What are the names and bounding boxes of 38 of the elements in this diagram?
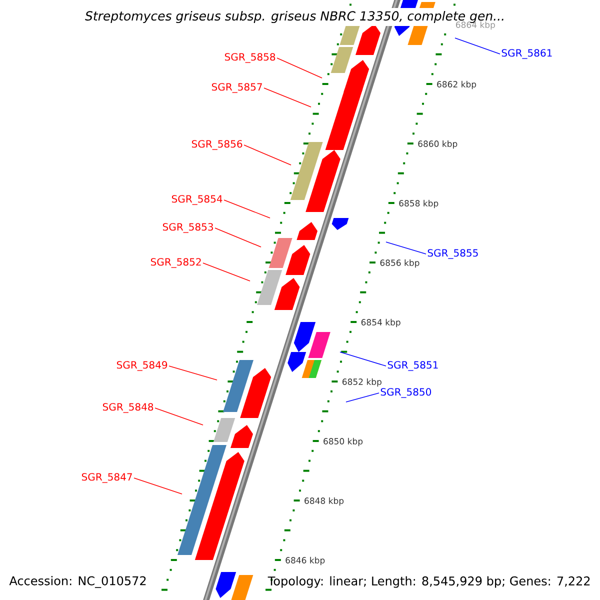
scale-label: 6850 kbp — [324, 438, 363, 446]
gene-label: SGR_5849 — [116, 361, 168, 371]
scale-label: 6852 kbp — [342, 378, 382, 387]
scale-label: 6846 kbp — [286, 556, 325, 566]
scale-label: 6854 kbp — [361, 318, 400, 328]
leader-line — [276, 58, 322, 78]
leader-line — [340, 352, 386, 366]
leader-line — [244, 144, 292, 166]
gene-label: SGR_5858 — [224, 53, 276, 63]
leader-line — [346, 392, 380, 402]
gene-label: SGR_5852 — [150, 258, 201, 268]
scale-label: 6858 kbp — [399, 200, 438, 208]
gene-label: SGR_5853 — [162, 223, 213, 233]
leader-line — [202, 262, 250, 282]
scale-label: 6848 kbp — [304, 497, 344, 506]
leader-line — [386, 242, 426, 254]
gene-label: SGR_5851 — [388, 361, 438, 371]
gene-label: SGR_5854 — [172, 195, 222, 205]
scale-label: 6864 kbp — [456, 21, 495, 30]
gene-label: SGR_5848 — [102, 403, 154, 413]
leader-line — [168, 366, 218, 380]
leader-line — [134, 478, 182, 494]
leader-line — [454, 38, 500, 54]
gene-label: SGR_5855 — [428, 249, 478, 259]
gene-label: SGR_5850 — [380, 388, 432, 398]
scale-label: 6856 kbp — [380, 259, 420, 268]
leader-line — [264, 88, 312, 108]
scale-label: 6862 kbp — [437, 80, 476, 90]
gene-label: SGR_5857 — [212, 83, 262, 93]
gene-label: SGR_5856 — [192, 140, 242, 150]
gene-label: SGR_5861 — [502, 49, 552, 59]
leader-line — [224, 200, 270, 218]
leader-line — [214, 228, 262, 248]
accession-text: Accession: NC_010572 — [9, 576, 146, 588]
gene-label: SGR_5847 — [82, 473, 132, 483]
scale-label: 6860 kbp — [418, 140, 458, 149]
genome-info-text: Topology: linear; Length: 8,545,929 bp; Genes: 7,222 — [268, 576, 590, 588]
leader-line — [154, 408, 204, 426]
